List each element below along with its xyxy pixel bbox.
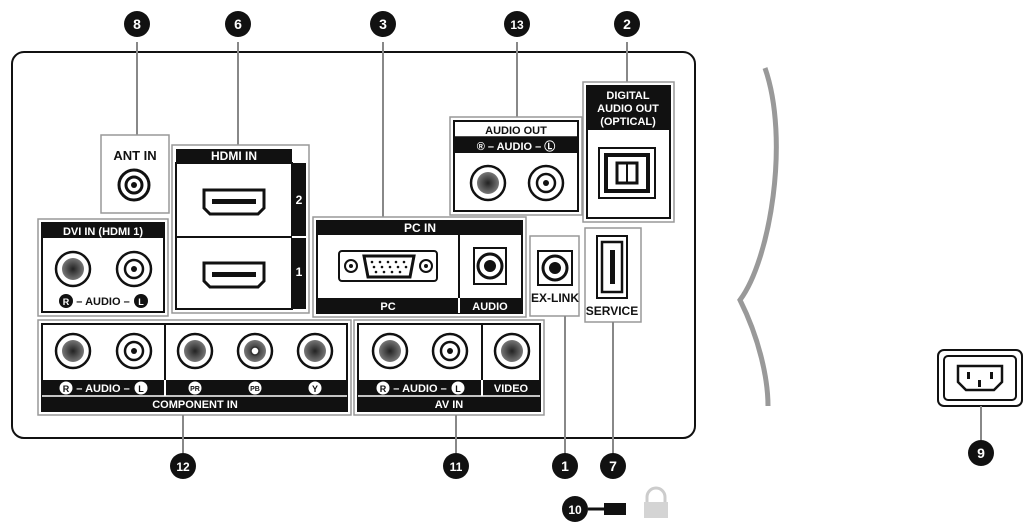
av-r-mark: R [380, 384, 387, 394]
pc-in-title: PC IN [404, 221, 436, 235]
svg-text:2: 2 [623, 16, 631, 32]
component-pb-label: PB [250, 386, 260, 393]
svg-text:3: 3 [379, 16, 387, 32]
svg-text:9: 9 [977, 445, 985, 461]
audio-out-group: AUDIO OUT ® – AUDIO – Ⓛ [449, 42, 583, 216]
callout-11: 11 [443, 453, 469, 479]
callout-3: 3 [370, 11, 396, 37]
component-pr-label: PR [190, 386, 200, 393]
ant-in-group: ANT IN [100, 42, 170, 214]
dvi-in-group: DVI IN (HDMI 1) R – AUDIO – L [37, 218, 169, 317]
component-r-mark: R [63, 384, 70, 394]
power-socket-group [937, 349, 1023, 440]
callout-12: 12 [170, 453, 196, 479]
lock-icon [645, 486, 667, 503]
callouts: 8 6 3 13 2 12 11 1 [124, 11, 994, 522]
optical-line3: (OPTICAL) [600, 116, 656, 128]
hdmi-in-title: HDMI IN [211, 149, 257, 163]
svg-text:10: 10 [568, 503, 582, 517]
callout-6: 6 [225, 11, 251, 37]
audio-out-title: AUDIO OUT [485, 125, 547, 137]
hdmi-in-group: HDMI IN 2 1 [171, 42, 310, 314]
panel-outline [11, 51, 696, 439]
ant-in-label: ANT IN [113, 148, 156, 163]
optical-line1: DIGITAL [606, 90, 649, 102]
dvi-audio-label: – AUDIO – [76, 296, 129, 308]
pc-label: PC [380, 301, 395, 313]
callout-10: 10 [562, 496, 588, 522]
callout-7: 7 [600, 453, 626, 479]
callout-9: 9 [968, 440, 994, 466]
audio-out-sub: ® – AUDIO – Ⓛ [477, 139, 556, 153]
panel-curve [737, 67, 779, 407]
service-label: SERVICE [586, 304, 638, 318]
av-in-group: R – AUDIO – L VIDEO AV IN [353, 319, 545, 453]
svg-text:6: 6 [234, 16, 242, 32]
av-audio-label: – AUDIO – [393, 383, 446, 395]
av-l-mark: L [455, 384, 461, 394]
optical-line2: AUDIO OUT [597, 103, 659, 115]
callout-1: 1 [552, 453, 578, 479]
svg-text:12: 12 [176, 460, 190, 474]
component-in-title: COMPONENT IN [152, 399, 238, 411]
exlink-group: EX-LINK [529, 235, 580, 455]
callout-8: 8 [124, 11, 150, 37]
hdmi-port2-label: 2 [296, 193, 303, 207]
svg-text:11: 11 [450, 460, 463, 474]
pc-in-group: PC IN PC AUDIO [312, 42, 527, 318]
svg-text:8: 8 [133, 16, 141, 32]
component-y-label: Y [312, 384, 318, 394]
dvi-in-title: DVI IN (HDMI 1) [63, 226, 143, 238]
hdmi-port1-label: 1 [296, 265, 303, 279]
callout-2: 2 [614, 11, 640, 37]
component-in-group: R – AUDIO – L PR PB Y COMPONENT IN [37, 319, 352, 453]
lock-slot [604, 503, 626, 515]
callout-13: 13 [504, 11, 530, 37]
component-l-mark: L [138, 384, 144, 394]
exlink-label: EX-LINK [531, 291, 579, 305]
pc-audio-label: AUDIO [472, 301, 508, 313]
svg-text:1: 1 [561, 458, 569, 474]
service-group: SERVICE [584, 227, 642, 455]
av-in-title: AV IN [435, 399, 464, 411]
component-audio-label: – AUDIO – [76, 383, 129, 395]
optical-out-group: DIGITAL AUDIO OUT (OPTICAL) [582, 42, 675, 223]
svg-text:13: 13 [510, 18, 524, 32]
dvi-r-mark: R [63, 297, 70, 307]
kensington-lock-group [588, 486, 668, 518]
dvi-l-mark: L [138, 297, 144, 307]
svg-text:7: 7 [609, 458, 617, 474]
av-video-label: VIDEO [494, 383, 529, 395]
